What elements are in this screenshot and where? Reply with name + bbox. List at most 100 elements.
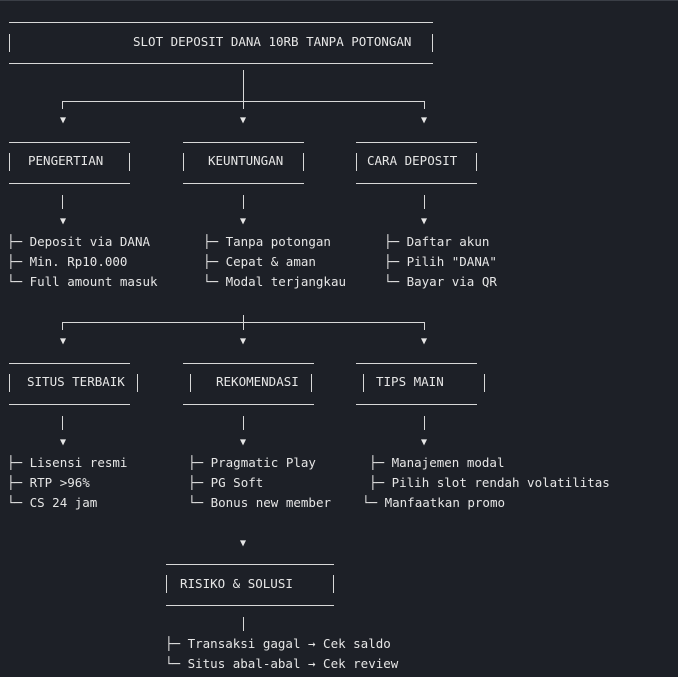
connector-pipe <box>424 416 425 430</box>
section-label-risiko-solusi: RISIKO & SOLUSI <box>180 576 293 591</box>
arrow-down-icon: ▼ <box>420 437 428 448</box>
box-edge <box>183 153 184 171</box>
box-edge <box>303 153 304 171</box>
box-edge <box>9 374 10 392</box>
list-item-text: Situs abal-abal → Cek review <box>187 656 399 671</box>
tree-prefix: └─ <box>362 495 378 510</box>
list-item: ├─ Transaksi gagal → Cek saldo <box>165 634 391 654</box>
tree-prefix: ├─ <box>384 254 400 269</box>
list-item-text: Cepat & aman <box>225 254 316 269</box>
section-box-situs-terbaik <box>9 363 130 405</box>
section-box-pengertian <box>9 142 130 184</box>
tree-prefix: └─ <box>203 274 219 289</box>
arrow-down-icon: ▼ <box>239 538 247 549</box>
section-box-keuntungan <box>183 142 304 184</box>
section-label-rekomendasi: REKOMENDASI <box>216 374 299 389</box>
list-item: ├─ Pilih "DANA" <box>384 252 497 272</box>
list-item: ├─ Tanpa potongan <box>203 232 331 252</box>
section-box-risiko-solusi <box>166 564 334 606</box>
connector-pipe <box>62 195 63 209</box>
arrow-down-icon: ▼ <box>59 437 67 448</box>
title-box-left-edge <box>9 34 10 52</box>
connector-title-trunk <box>243 70 244 90</box>
tree-prefix: └─ <box>165 656 181 671</box>
arrow-down-icon: ▼ <box>239 115 247 126</box>
connector-trunk-to-branch-row1 <box>243 90 244 101</box>
tree-prefix: ├─ <box>203 234 219 249</box>
list-item: └─ CS 24 jam <box>7 493 97 513</box>
list-item: ├─ Lisensi resmi <box>7 453 127 473</box>
arrow-down-icon: ▼ <box>59 336 67 347</box>
section-label-situs-terbaik: SITUS TERBAIK <box>27 374 125 389</box>
tree-prefix: └─ <box>384 274 400 289</box>
tree-prefix: └─ <box>188 495 204 510</box>
list-item: ├─ Daftar akun <box>384 232 489 252</box>
tree-prefix: ├─ <box>7 455 23 470</box>
connector-trunk-row2 <box>243 315 244 322</box>
connector-pipe <box>243 195 244 209</box>
tree-prefix: └─ <box>7 495 23 510</box>
tree-prefix: ├─ <box>7 475 23 490</box>
section-box-tips-main <box>356 363 477 405</box>
box-edge <box>9 153 10 171</box>
list-item-text: Bonus new member <box>210 495 332 510</box>
list-item-text: Pilih slot rendah volatilitas <box>391 475 610 490</box>
box-edge <box>484 374 485 392</box>
connector-drop-rekomendasi <box>243 322 244 330</box>
list-item: └─ Manfaatkan promo <box>362 493 505 513</box>
list-item-text: Deposit via DANA <box>29 234 151 249</box>
list-item-text: Transaksi gagal → Cek saldo <box>187 636 391 651</box>
list-item-text: Modal terjangkau <box>225 274 347 289</box>
connector-drop-situs <box>62 322 63 330</box>
section-label-pengertian: PENGERTIAN <box>28 153 104 168</box>
list-item: └─ Modal terjangkau <box>203 272 346 292</box>
arrow-down-icon: ▼ <box>239 437 247 448</box>
box-edge <box>137 374 138 392</box>
list-item: ├─ Cepat & aman <box>203 252 316 272</box>
arrow-down-icon: ▼ <box>239 336 247 347</box>
box-edge <box>476 153 477 171</box>
connector-drop-cara-deposit <box>424 101 425 109</box>
arrow-down-icon: ▼ <box>420 115 428 126</box>
box-edge <box>311 374 312 392</box>
connector-pipe <box>424 195 425 209</box>
list-item: ├─ Pragmatic Play <box>188 453 316 473</box>
list-item-text: Manajemen modal <box>391 455 505 470</box>
section-box-cara-deposit <box>356 142 477 184</box>
list-item: ├─ Min. Rp10.000 <box>7 252 127 272</box>
title-text: SLOT DEPOSIT DANA 10RB TANPA POTONGAN <box>133 34 412 49</box>
tree-prefix: └─ <box>7 274 23 289</box>
arrow-down-icon: ▼ <box>420 336 428 347</box>
section-box-rekomendasi <box>183 363 314 405</box>
tree-prefix: ├─ <box>369 455 385 470</box>
arrow-down-icon: ▼ <box>59 115 67 126</box>
section-label-cara-deposit: CARA DEPOSIT <box>367 153 458 168</box>
list-item-text: Daftar akun <box>406 234 490 249</box>
arrow-down-icon: ▼ <box>420 216 428 227</box>
connector-drop-keuntungan <box>243 101 244 109</box>
list-item: ├─ Manajemen modal <box>369 453 504 473</box>
tree-prefix: ├─ <box>188 455 204 470</box>
box-edge <box>363 374 364 392</box>
connector-drop-tips <box>424 322 425 330</box>
list-item-text: Pragmatic Play <box>210 455 316 470</box>
tree-prefix: ├─ <box>369 475 385 490</box>
tree-prefix: ├─ <box>7 254 23 269</box>
list-item-text: Full amount masuk <box>29 274 158 289</box>
list-item: ├─ Pilih slot rendah volatilitas <box>369 473 610 493</box>
tree-prefix: ├─ <box>188 475 204 490</box>
box-edge <box>190 374 191 392</box>
connector-pipe <box>243 617 244 631</box>
box-edge <box>166 575 167 593</box>
list-item-text: Tanpa potongan <box>225 234 331 249</box>
arrow-down-icon: ▼ <box>59 216 67 227</box>
list-item: ├─ Deposit via DANA <box>7 232 150 252</box>
section-label-keuntungan: KEUNTUNGAN <box>208 153 284 168</box>
list-item-text: PG Soft <box>210 475 264 490</box>
list-item-text: Lisensi resmi <box>29 455 128 470</box>
box-edge <box>356 153 357 171</box>
arrow-down-icon: ▼ <box>239 216 247 227</box>
list-item: └─ Situs abal-abal → Cek review <box>165 654 398 674</box>
list-item: ├─ PG Soft <box>188 473 263 493</box>
box-edge <box>129 153 130 171</box>
